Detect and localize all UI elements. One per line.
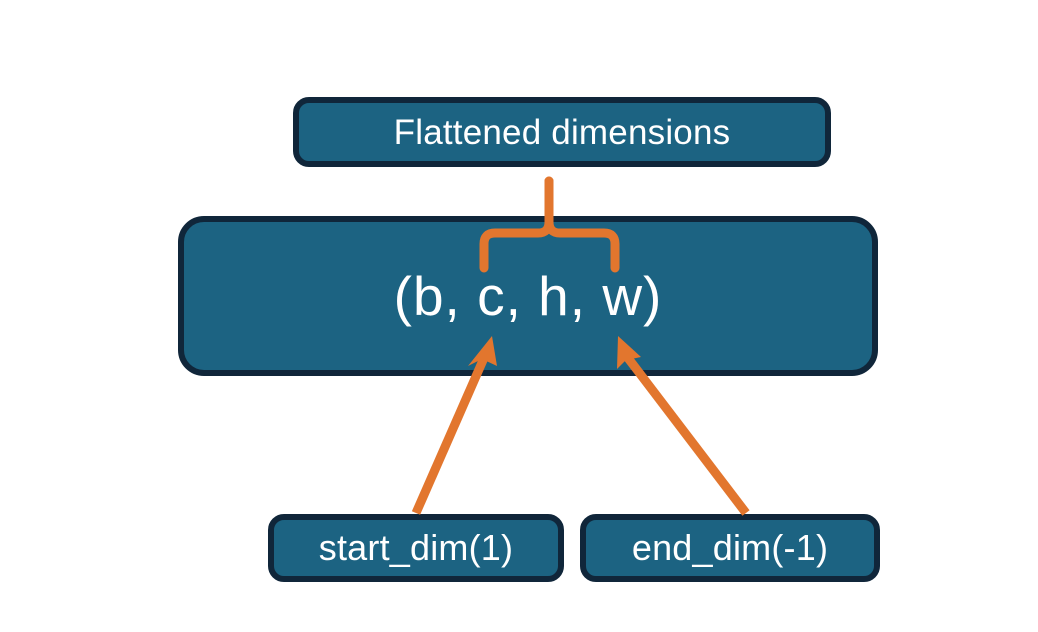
start-dim-label: start_dim(1) [318, 527, 514, 568]
flattened-dimensions-label: Flattened dimensions [393, 112, 731, 152]
tensor-shape-box: (b, c, h, w) [178, 216, 878, 376]
end-dim-label: end_dim(-1) [631, 527, 829, 568]
start-dim-box: start_dim(1) [268, 514, 564, 582]
end-dim-box: end_dim(-1) [580, 514, 880, 582]
tensor-shape-label: (b, c, h, w) [393, 264, 663, 327]
flattened-dimensions-box: Flattened dimensions [293, 97, 831, 167]
